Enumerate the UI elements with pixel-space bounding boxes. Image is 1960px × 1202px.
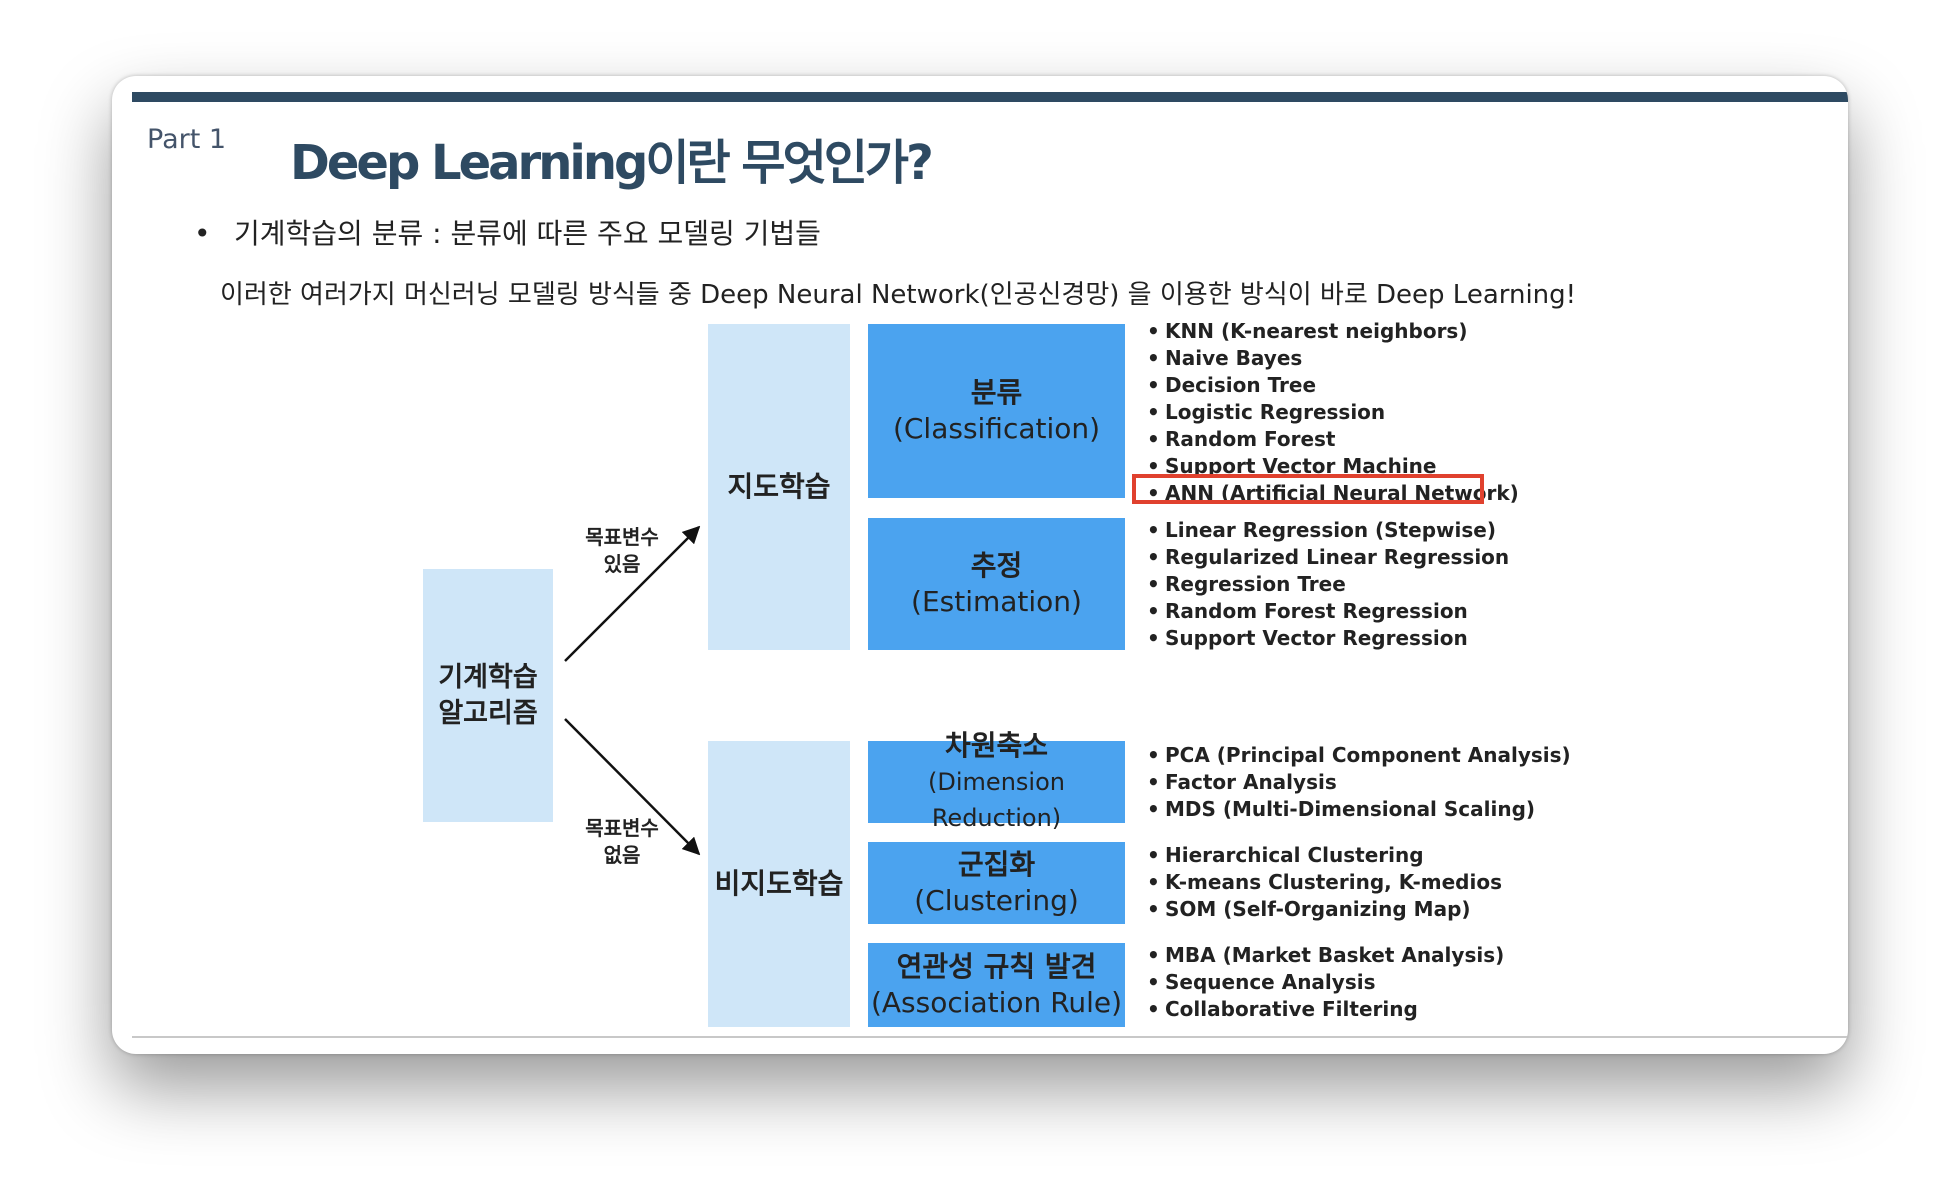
classification-box: 분류 (Classification) (868, 324, 1125, 498)
list-item: •Support Vector Regression (1147, 626, 1468, 650)
ann-highlight-box (1132, 474, 1484, 504)
list-item: •PCA (Principal Component Analysis) (1147, 743, 1571, 767)
root-line2: 알고리즘 (438, 697, 538, 729)
slide: Part 1 Deep Learning이란 무엇인가? • 기계학습의 분류 :… (112, 76, 1848, 1054)
arrow-bottom-label: 목표변수 없음 (567, 815, 677, 869)
list-item: •KNN (K-nearest neighbors) (1147, 319, 1468, 343)
list-item: •Random Forest Regression (1147, 599, 1468, 623)
list-item: •Regression Tree (1147, 572, 1346, 596)
list-item: •MDS (Multi-Dimensional Scaling) (1147, 797, 1536, 821)
list-item: •Collaborative Filtering (1147, 997, 1418, 1021)
supervised-label: 지도학습 (727, 470, 831, 503)
dimension-en: (Dimension Reduction) (928, 768, 1065, 832)
bottom-rule (132, 1036, 1848, 1038)
list-item: •Logistic Regression (1147, 400, 1386, 424)
arrow-supervised (564, 525, 701, 662)
arrow-top-label: 목표변수 있음 (567, 524, 677, 578)
root-box: 기계학습 알고리즘 (423, 569, 553, 822)
bullet-heading: • 기계학습의 분류 : 분류에 따른 주요 모델링 기법들 (194, 212, 821, 252)
supervised-box: 지도학습 (708, 324, 850, 650)
association-ko: 연관성 규칙 발견 (896, 950, 1097, 983)
classification-methods: •KNN (K-nearest neighbors) •Naive Bayes … (1147, 318, 1519, 507)
list-item: •Decision Tree (1147, 373, 1317, 397)
arrow-top-line2: 있음 (603, 552, 641, 576)
list-item: •Hierarchical Clustering (1147, 843, 1424, 867)
clustering-methods: •Hierarchical Clustering •K-means Cluste… (1147, 842, 1502, 923)
association-methods: •MBA (Market Basket Analysis) •Sequence … (1147, 942, 1504, 1023)
association-en: (Association Rule) (870, 986, 1123, 1019)
unsupervised-box: 비지도학습 (708, 741, 850, 1027)
arrow-bottom-line2: 없음 (603, 843, 641, 867)
list-item: •Regularized Linear Regression (1147, 545, 1510, 569)
estimation-box: 추정 (Estimation) (868, 518, 1125, 650)
association-box: 연관성 규칙 발견 (Association Rule) (868, 943, 1125, 1027)
dimension-ko: 차원축소 (944, 729, 1049, 762)
estimation-ko: 추정 (970, 549, 1023, 582)
classification-en: (Classification) (892, 412, 1101, 445)
part-label: Part 1 (147, 124, 227, 155)
description: 이러한 여러가지 머신러닝 모델링 방식들 중 Deep Neural Netw… (220, 280, 1577, 310)
dimension-box: 차원축소 (Dimension Reduction) (868, 729, 1125, 832)
slide-title: Deep Learning이란 무엇인가? (290, 135, 934, 191)
classification-ko: 분류 (970, 376, 1023, 409)
list-item: •MBA (Market Basket Analysis) (1147, 943, 1505, 967)
arrow-top-line1: 목표변수 (585, 525, 659, 549)
top-bar (132, 92, 1848, 102)
unsupervised-label: 비지도학습 (714, 867, 844, 900)
estimation-methods: •Linear Regression (Stepwise) •Regulariz… (1147, 517, 1509, 652)
list-item: •K-means Clustering, K-medios (1147, 870, 1502, 894)
arrow-bottom-line1: 목표변수 (585, 816, 659, 840)
arrow-unsupervised (564, 718, 701, 856)
clustering-en: (Clustering) (914, 884, 1079, 917)
dimension-methods: •PCA (Principal Component Analysis) •Fac… (1147, 742, 1571, 823)
root-line1: 기계학습 (438, 661, 538, 693)
list-item: •Naive Bayes (1147, 346, 1303, 370)
clustering-ko: 군집화 (957, 848, 1036, 881)
list-item: •Linear Regression (Stepwise) (1147, 518, 1496, 542)
list-item: •Factor Analysis (1147, 770, 1337, 794)
estimation-en: (Estimation) (911, 585, 1082, 618)
list-item: •SOM (Self-Organizing Map) (1147, 897, 1471, 921)
bullet-dot-icon: • (194, 217, 211, 250)
bullet-heading-text: 기계학습의 분류 : 분류에 따른 주요 모델링 기법들 (234, 217, 821, 250)
list-item: •Random Forest (1147, 427, 1336, 451)
list-item: •Sequence Analysis (1147, 970, 1376, 994)
clustering-box: 군집화 (Clustering) (868, 842, 1125, 924)
flow-arrows (564, 525, 701, 856)
